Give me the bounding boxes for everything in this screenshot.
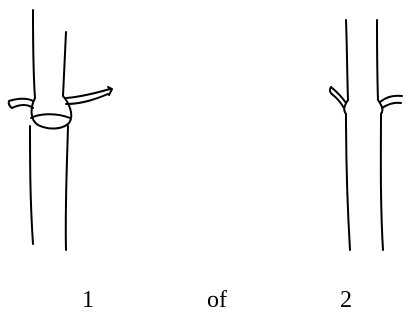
figure-2-scion-right-edge <box>376 19 379 101</box>
figure-1-scion-left-edge <box>32 9 36 99</box>
figure-2-rootstock-right-edge <box>379 113 384 251</box>
figure-label-2: 2 <box>340 287 352 313</box>
figure-2-scion-left-edge <box>345 19 349 101</box>
figure-1-right-wrap <box>65 86 113 105</box>
figure-label-1: 1 <box>82 287 94 313</box>
figure-1-scion-right-edge <box>62 31 67 97</box>
figure-1-stem-illustration <box>7 9 113 251</box>
figure-1-union-bulge <box>30 95 73 130</box>
figure-2-stem-illustration <box>328 19 403 251</box>
figure-1-rootstock-left-edge <box>29 125 34 245</box>
figure-1-left-wrap <box>7 97 34 109</box>
figure-2-left-wrap <box>328 86 347 109</box>
figure-label-of: of <box>207 287 227 313</box>
figure-2-right-wrap <box>379 94 403 109</box>
figure-2-rootstock-left-edge <box>345 113 351 251</box>
figure-1-rootstock-right-edge <box>64 125 69 251</box>
figure-1-union-seam <box>30 113 71 119</box>
